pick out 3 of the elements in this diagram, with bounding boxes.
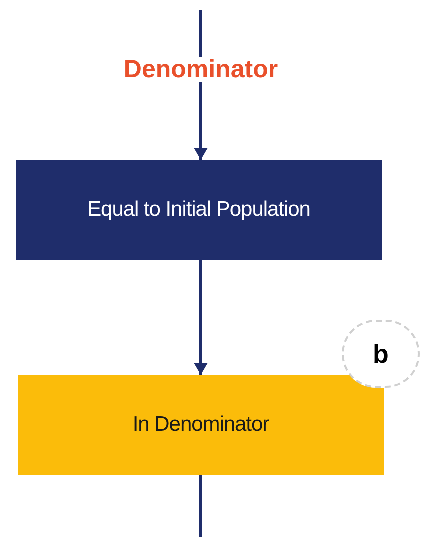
arrow xyxy=(194,260,208,375)
process-box: Equal to Initial Population xyxy=(16,160,382,260)
process-box: In Denominator xyxy=(18,375,384,475)
